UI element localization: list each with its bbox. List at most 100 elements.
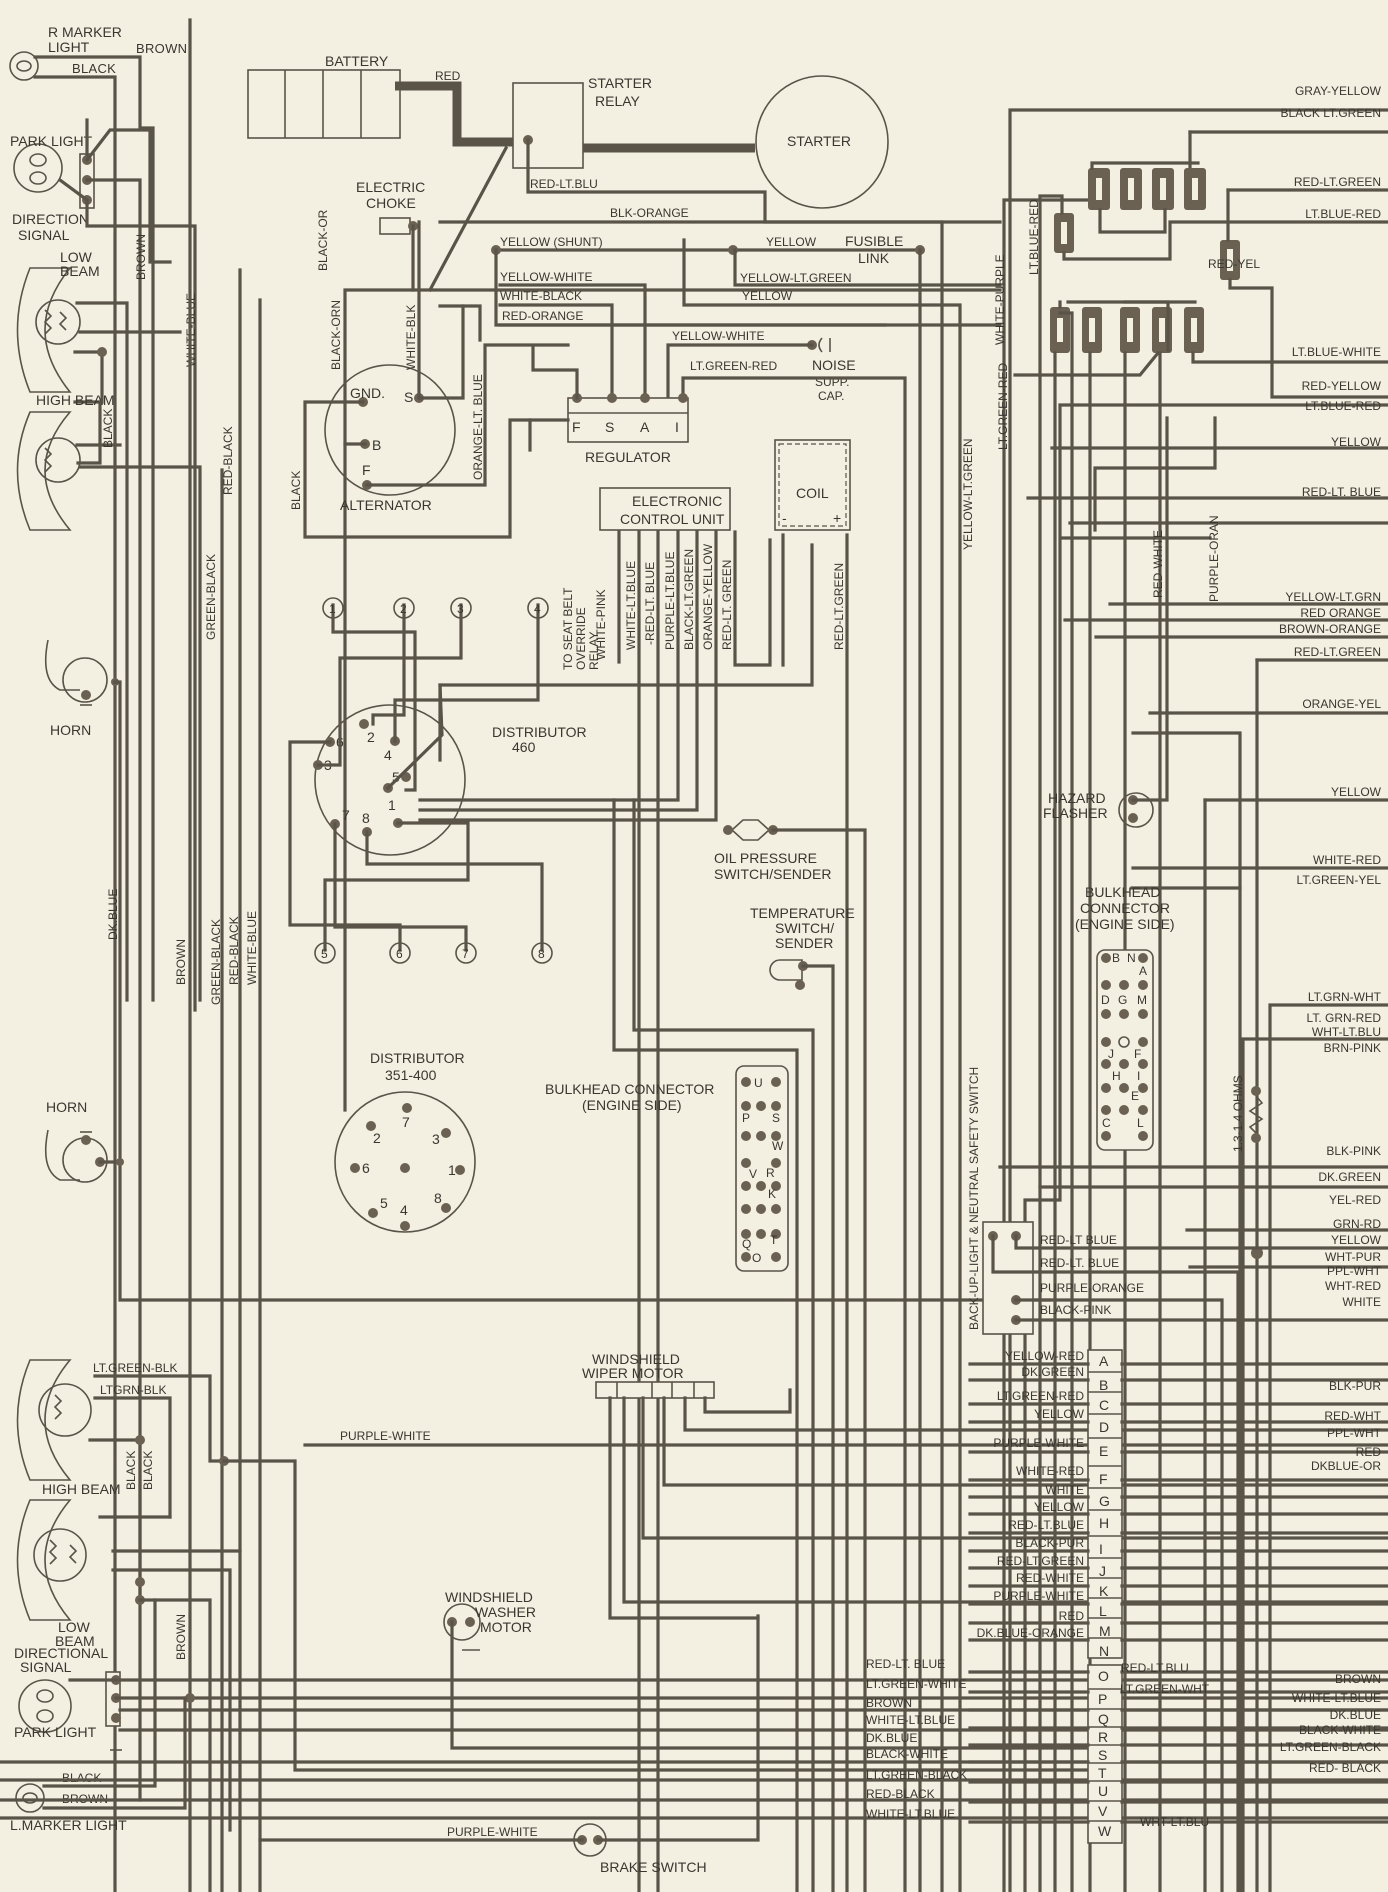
- right-edge-label: RED-LT. BLUE: [1302, 485, 1381, 499]
- ecu-wire-label-0: WHITE-PINK: [594, 589, 608, 660]
- electronic-control-unit: ELECTRONIC CONTROL UNIT: [599, 487, 731, 531]
- inner-label-wht-lt-blu: WHT-LT.BLU: [1140, 1815, 1209, 1829]
- svg-text:5: 5: [321, 947, 328, 961]
- regulator-terminal-s: S: [605, 419, 614, 435]
- coil-terminal-minus: -: [782, 510, 787, 526]
- svg-text:F: F: [1134, 1047, 1141, 1061]
- horn-top-label: HORN: [50, 722, 91, 738]
- wire-label-yellow-lt-green: YELLOW-LT.GREEN: [740, 271, 852, 285]
- distributor-460-circled-terminals: 1 2 3 4 5 6 7 8: [314, 597, 553, 964]
- bulkhead-pin-b: B: [1099, 1377, 1108, 1393]
- wire-label-black-b2: BLACK: [141, 1451, 155, 1490]
- bulkhead-pin-j: J: [1099, 1563, 1106, 1579]
- bulkhead-pin-c: C: [1099, 1397, 1109, 1413]
- wire-label-black-orn: BLACK-ORN: [329, 300, 343, 370]
- windshield-wiper-motor: WINDSHIELD WIPER MOTOR: [582, 1351, 715, 1399]
- right-edge-label: GRAY-YELLOW: [1295, 84, 1382, 98]
- temp-sender-label-2: SWITCH/: [775, 920, 834, 936]
- svg-text:8: 8: [362, 810, 370, 826]
- distributor-351-label-1: DISTRIBUTOR: [370, 1050, 465, 1066]
- bulkhead-connector-right: BULKHEAD CONNECTOR (ENGINE SIDE) B N A D…: [1075, 884, 1175, 1151]
- low-beam-top-label-2: BEAM: [60, 263, 100, 279]
- bulkhead-pin-o: O: [1098, 1668, 1109, 1684]
- high-beam-bottom-label: HIGH BEAM: [42, 1481, 121, 1497]
- svg-text:M: M: [1137, 993, 1147, 1007]
- backup-wire-label-2: PURPLE-ORANGE: [1040, 1281, 1144, 1295]
- bulkhead-left-label-2: (ENGINE SIDE): [582, 1097, 682, 1113]
- wiper-motor-label-1: WINDSHIELD: [592, 1351, 680, 1367]
- washer-motor-label-3: MOTOR: [480, 1619, 532, 1635]
- bulkhead-pin-l: L: [1099, 1603, 1107, 1619]
- seat-belt-label-1: TO SEAT BELT: [561, 587, 575, 670]
- wire-label-blk-orange: BLK-ORANGE: [610, 206, 689, 220]
- bulkhead-right-label-2: CONNECTOR: [1080, 900, 1170, 916]
- temp-sender-label-1: TEMPERATURE: [750, 905, 855, 921]
- ecu-wire-label-3: PURPLE-LT.BLUE: [663, 552, 677, 650]
- svg-text:C: C: [1102, 1116, 1111, 1130]
- strip-left-label: RED-LT.GREEN: [997, 1554, 1084, 1568]
- bulkhead-pin-v: V: [1098, 1803, 1108, 1819]
- park-light-bottom-label: PARK LIGHT: [14, 1724, 97, 1740]
- strip-left-label: RED-LT. BLUE: [866, 1657, 945, 1671]
- wire-label-black-bottom: BLACK: [62, 1771, 101, 1785]
- right-edge-label: GRN-RD: [1333, 1217, 1381, 1231]
- fusible-link-label-2: LINK: [858, 250, 890, 266]
- wire-label-yellow-2: YELLOW: [742, 289, 793, 303]
- svg-text:E: E: [1131, 1089, 1139, 1103]
- strip-left-label: DK.GREEN: [1021, 1365, 1084, 1379]
- bulkhead-pin-w: W: [1098, 1823, 1112, 1839]
- starter-relay-label-1: STARTER: [588, 75, 652, 91]
- strip-left-label: BLACK-PUR: [1015, 1536, 1084, 1550]
- bulkhead-pin-m: M: [1099, 1623, 1111, 1639]
- alternator-terminal-gnd: GND.: [350, 385, 385, 401]
- park-light-top-label: PARK LIGHT: [10, 133, 93, 149]
- wire-label-brown-b: BROWN: [174, 1614, 188, 1660]
- svg-text:7: 7: [402, 1114, 410, 1130]
- bulkhead-pin-q: Q: [1098, 1711, 1109, 1727]
- svg-text:S: S: [772, 1111, 780, 1125]
- oil-pressure-label-1: OIL PRESSURE: [714, 850, 817, 866]
- starter-label: STARTER: [787, 133, 851, 149]
- strip-left-label: WHITE-LT.BLUE: [866, 1807, 955, 1821]
- noise-supp-label-3: CAP.: [818, 389, 844, 403]
- svg-text:U: U: [754, 1076, 763, 1090]
- regulator-label: REGULATOR: [585, 449, 671, 465]
- svg-text:7: 7: [342, 807, 350, 823]
- backup-wire-label-3: BLACK-PINK: [1040, 1303, 1111, 1317]
- right-edge-label: RED-YELLOW: [1302, 379, 1382, 393]
- bulkhead-strip-wires: [968, 1362, 1388, 1824]
- wire-label-white-purple-v: WHITE-PURPLE: [993, 254, 1007, 345]
- wire-label-orange-lt-blue: ORANGE-LT. BLUE: [471, 374, 485, 480]
- wire-label-purple-white-mid: PURPLE-WHITE: [340, 1429, 431, 1443]
- horn-bottom-label: HORN: [46, 1099, 87, 1115]
- right-edge-label: PPL-WHT: [1327, 1264, 1382, 1278]
- ecu-wire-label-5: ORANGE-YELLOW: [701, 543, 715, 650]
- strip-left-label: PURPLE-WHITE: [993, 1436, 1084, 1450]
- right-edge-label: YELLOW: [1331, 1233, 1382, 1247]
- alternator-terminal-s: S: [404, 389, 413, 405]
- right-edge-label: PPL-WHT: [1327, 1426, 1382, 1440]
- bulkhead-pin-a: A: [1099, 1353, 1109, 1369]
- bulkhead-right-label-1: BULKHEAD: [1085, 884, 1160, 900]
- oil-pressure-label-2: SWITCH/SENDER: [714, 866, 831, 882]
- seat-belt-label-2: OVERRIDE: [574, 607, 588, 670]
- svg-text:H: H: [1112, 1069, 1121, 1083]
- regulator-terminal-i: I: [675, 419, 679, 435]
- svg-text:O: O: [752, 1251, 761, 1265]
- fusible-link-label-1: FUSIBLE: [845, 233, 903, 249]
- fuse-block: [1050, 168, 1240, 353]
- svg-text:3: 3: [432, 1131, 440, 1147]
- right-edge-label: BLACK-WHITE: [1299, 1723, 1381, 1737]
- wire-label-ltgrn-blk: LTGRN-BLK: [100, 1383, 166, 1397]
- directional-signal-bottom-label-2: SIGNAL: [20, 1659, 72, 1675]
- resistor: 1.3-1.4 OHMS: [1231, 1075, 1264, 1152]
- svg-text:5: 5: [380, 1195, 388, 1211]
- bulkhead-pin-p: P: [1098, 1691, 1107, 1707]
- right-edge-label: WHT-LT.BLU: [1312, 1025, 1381, 1039]
- right-edge-label: BLK-PINK: [1326, 1144, 1381, 1158]
- right-edge-label: YELLOW: [1331, 435, 1382, 449]
- windshield-washer-motor: WINDSHIELD WASHER MOTOR: [443, 1589, 536, 1651]
- bulkhead-right-label-3: (ENGINE SIDE): [1075, 916, 1175, 932]
